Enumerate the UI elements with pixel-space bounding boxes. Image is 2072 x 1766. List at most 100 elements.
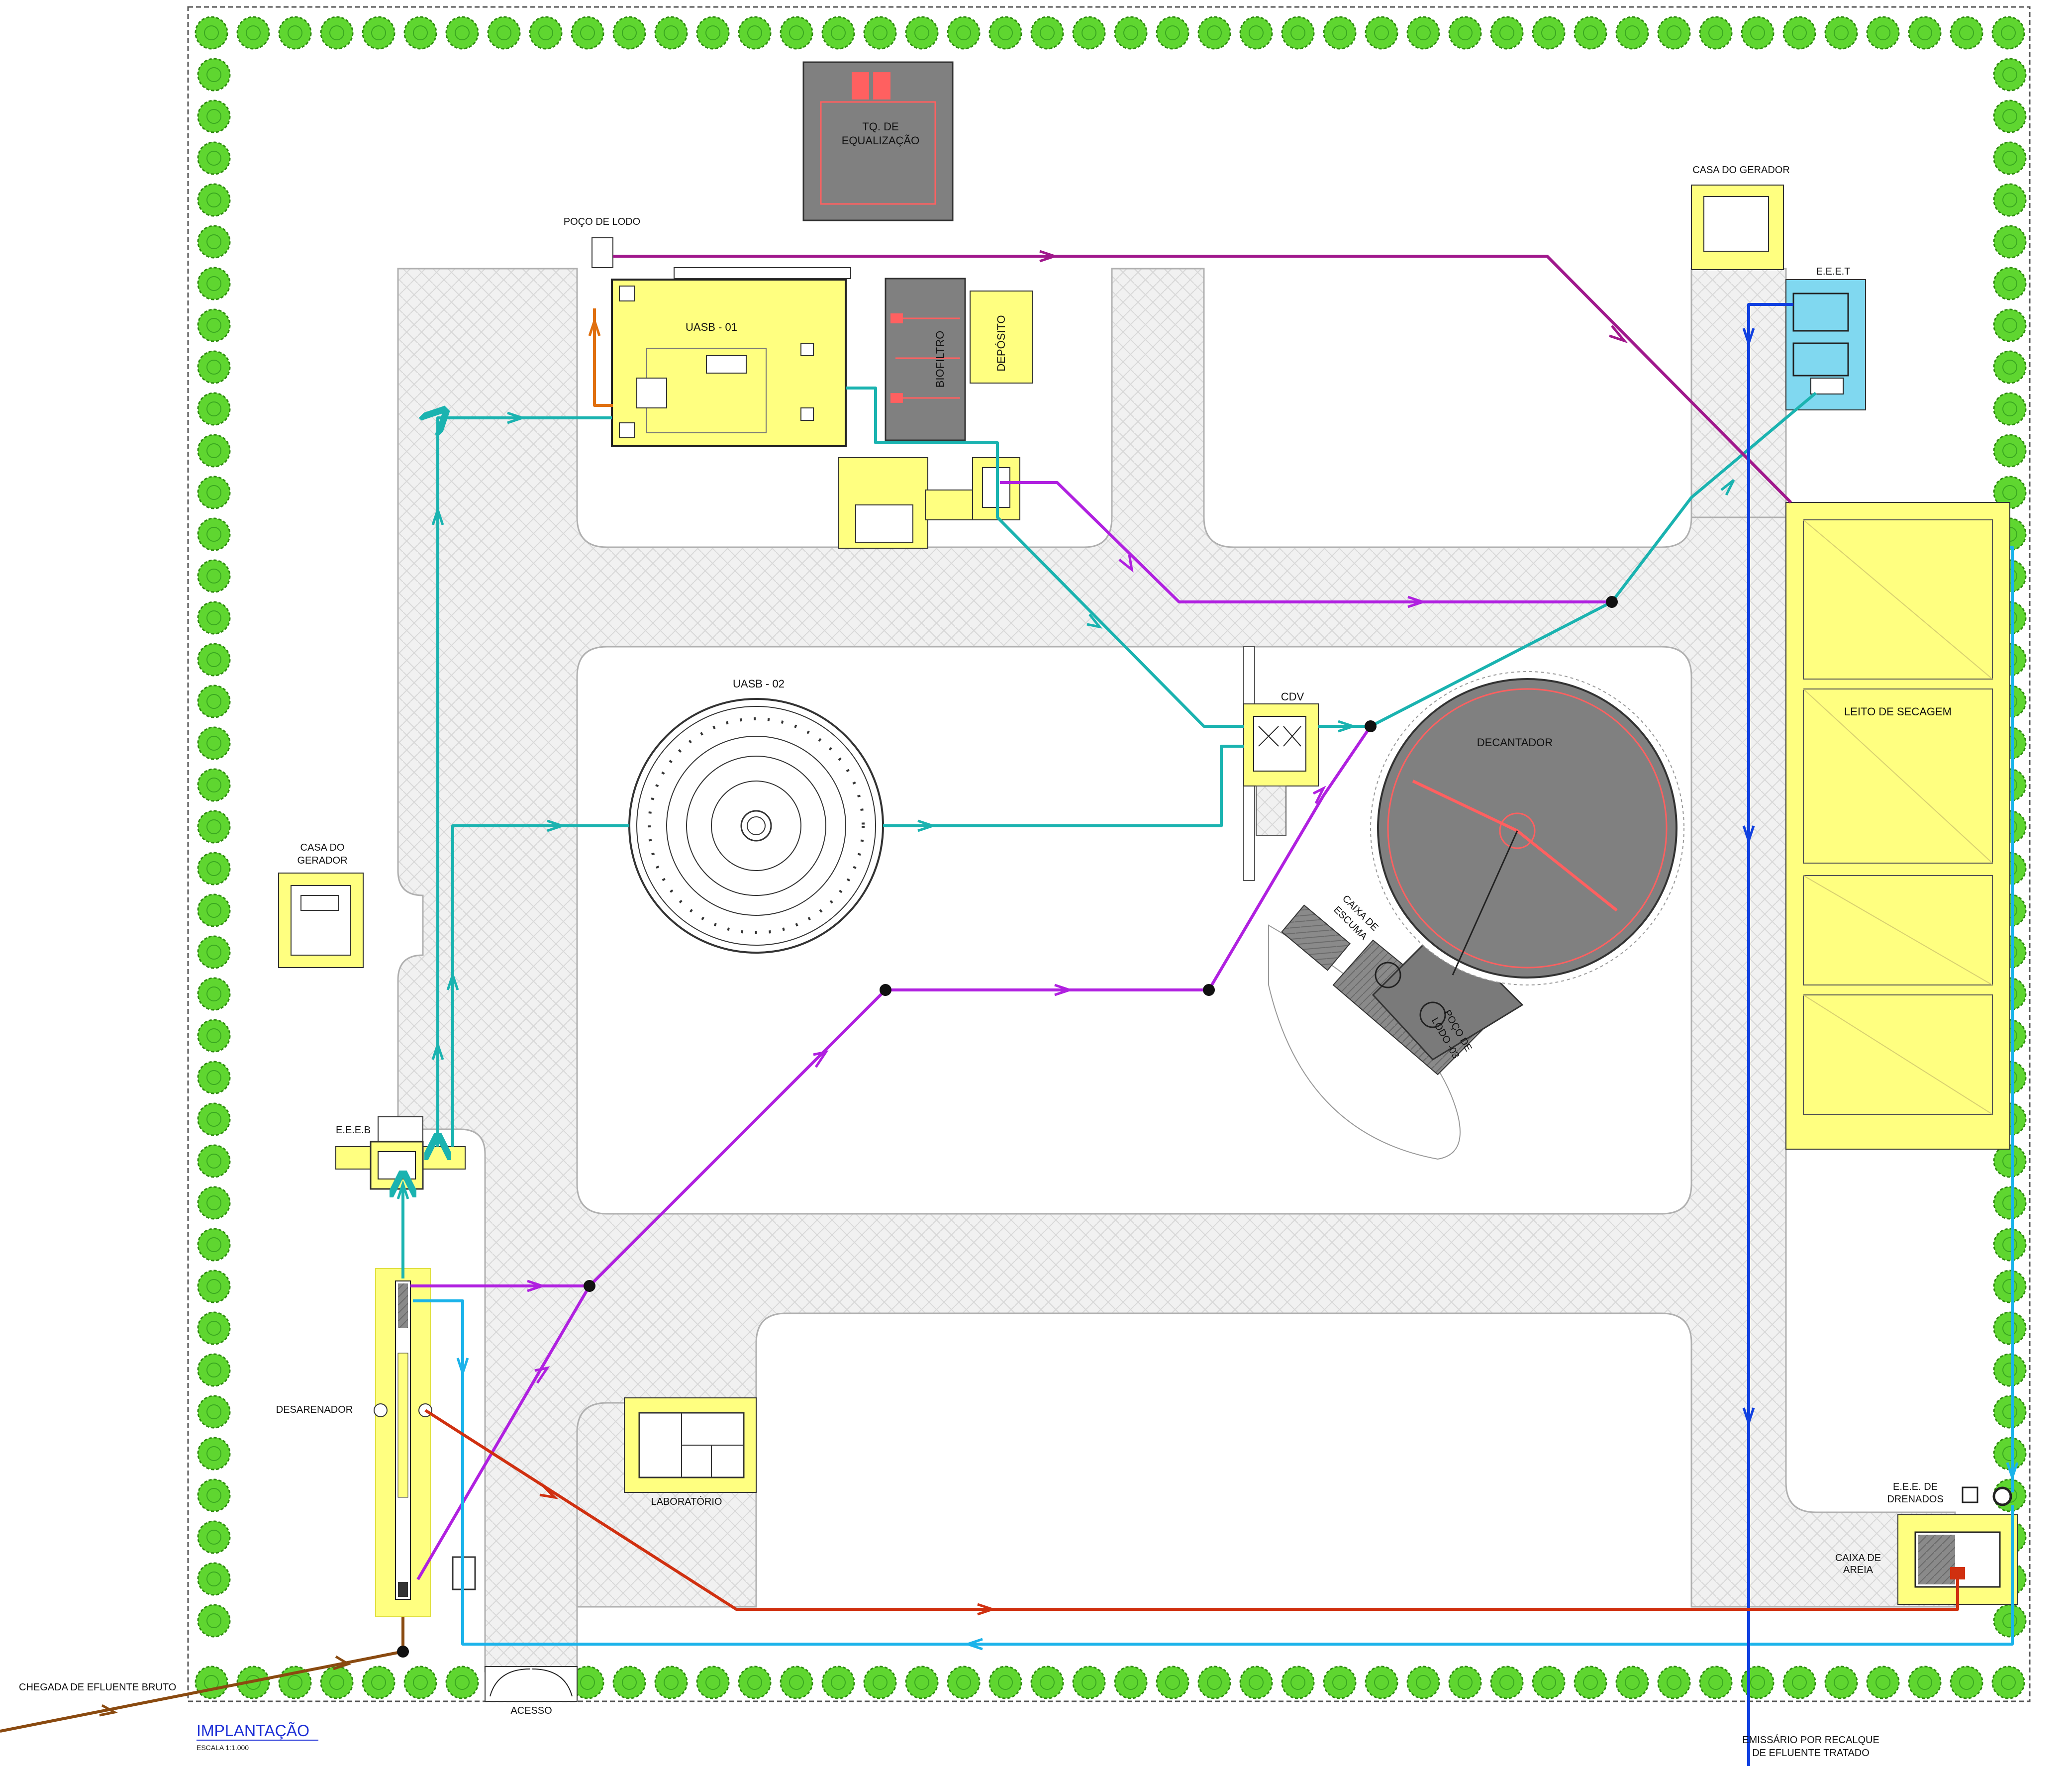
tree	[1993, 99, 2027, 133]
tree	[947, 1666, 981, 1699]
tree	[1615, 1666, 1649, 1699]
tree	[529, 16, 563, 50]
tq-equalizacao-label-2: EQUALIZAÇÃO	[842, 134, 919, 147]
leito-de-secagem[interactable]: LEITO DE SECAGEM	[1785, 502, 2010, 1150]
tree	[1993, 267, 2027, 300]
flow-red	[424, 1409, 1959, 1611]
tree	[947, 16, 981, 50]
eee-drenados-label-2: DRENADOS	[1887, 1494, 1943, 1505]
flow-darkblue	[1747, 303, 1793, 1766]
tree	[1741, 1666, 1775, 1699]
uasb-01[interactable]: UASB - 01	[611, 267, 851, 447]
tree	[1281, 1666, 1315, 1699]
laboratorio[interactable]: LABORATÓRIO	[624, 1397, 757, 1507]
tree	[1866, 16, 1900, 50]
tree	[1993, 58, 2027, 92]
tree	[197, 1019, 231, 1053]
tree	[1406, 16, 1440, 50]
biofiltro[interactable]: BIOFILTRO	[885, 278, 966, 441]
tree-border	[195, 16, 2027, 1699]
cdv[interactable]: CDV	[1243, 646, 1319, 881]
poco-de-lodo-label: POÇO DE LODO	[564, 216, 640, 227]
tree	[197, 810, 231, 844]
tree	[197, 1186, 231, 1220]
poco-de-lodo[interactable]	[592, 237, 613, 268]
acesso-gate[interactable]: ACESSO	[485, 1666, 578, 1716]
tree	[197, 267, 231, 300]
tree	[1699, 16, 1733, 50]
tree	[197, 1478, 231, 1512]
caixa-areia-label-1: CAIXA DE	[1835, 1553, 1881, 1564]
tree	[197, 1604, 231, 1638]
biofiltro-label: BIOFILTRO	[934, 331, 946, 388]
uasb-02[interactable]: UASB - 02	[628, 678, 884, 954]
tree	[1950, 1666, 1983, 1699]
flow-teal-uasb01	[403, 418, 612, 1278]
tree	[197, 893, 231, 927]
tree	[362, 1666, 395, 1699]
emissario-label-1: EMISSÁRIO POR RECALQUE	[1742, 1734, 1879, 1746]
tree	[1072, 16, 1106, 50]
tree	[197, 643, 231, 677]
tree	[362, 16, 395, 50]
tree	[780, 16, 813, 50]
casa-gerador-left-label-1: CASA DO	[300, 842, 345, 853]
tree	[863, 1666, 897, 1699]
tree	[780, 1666, 813, 1699]
flow-teal-uasb02-out	[883, 745, 1244, 827]
tree	[1993, 141, 2027, 175]
uasb-01-annex[interactable]	[838, 457, 1020, 549]
desarenador[interactable]	[374, 1268, 476, 1617]
tree	[1657, 1666, 1691, 1699]
tree	[1993, 183, 2027, 217]
tree	[197, 99, 231, 133]
tree	[197, 1437, 231, 1471]
tree	[197, 476, 231, 509]
casa-gerador-top[interactable]	[1691, 185, 1784, 270]
tree	[320, 16, 354, 50]
eee-drenados[interactable]	[1962, 1486, 2012, 1506]
tree	[1993, 1604, 2027, 1638]
tree	[1365, 16, 1398, 50]
flow-arrows	[99, 250, 2019, 1717]
tree	[571, 16, 604, 50]
tree	[197, 852, 231, 885]
tree	[821, 16, 855, 50]
tree	[403, 1666, 437, 1699]
tree	[197, 517, 231, 551]
tree	[197, 183, 231, 217]
casa-gerador-left[interactable]	[278, 873, 364, 968]
caixa-escuma-poco-lodo[interactable]: CAIXA DE ESCUMA POÇO DE LODO -03	[1268, 893, 1524, 1160]
drawing-scale: ESCALA 1:1.000	[197, 1744, 249, 1752]
flow-teal-uasb01-out	[846, 387, 1244, 728]
tree	[1532, 16, 1566, 50]
tree	[696, 16, 730, 50]
decantador[interactable]: DECANTADOR	[1370, 671, 1684, 985]
tree	[197, 601, 231, 635]
chegada-label: CHEGADA DE EFLUENTE BRUTO	[19, 1682, 176, 1693]
deposito-label: DEPÓSITO	[995, 315, 1007, 371]
cdv-label: CDV	[1281, 690, 1304, 703]
flow-purple-desarenador-2	[416, 1285, 591, 1580]
tree	[197, 1228, 231, 1262]
tree	[278, 16, 312, 50]
eeeb-label: E.E.E.B	[336, 1125, 371, 1136]
tree	[1406, 1666, 1440, 1699]
tree	[1993, 1270, 2027, 1303]
site-boundary	[187, 6, 2031, 1702]
tree	[1156, 1666, 1189, 1699]
tree	[197, 1395, 231, 1429]
tree	[1993, 1228, 2027, 1262]
laboratorio-label: LABORATÓRIO	[651, 1496, 722, 1507]
tree	[197, 1061, 231, 1094]
tree	[1448, 16, 1482, 50]
tree	[1239, 16, 1273, 50]
flow-purple-annex	[1000, 481, 1612, 603]
tq-equalizacao[interactable]: TQ. DE EQUALIZAÇÃO	[802, 61, 954, 221]
deposito[interactable]: DEPÓSITO	[970, 291, 1033, 384]
tree	[1156, 16, 1189, 50]
tree	[1991, 16, 2025, 50]
tree	[905, 16, 939, 50]
eeet[interactable]	[1785, 279, 1866, 410]
tree	[1824, 1666, 1858, 1699]
